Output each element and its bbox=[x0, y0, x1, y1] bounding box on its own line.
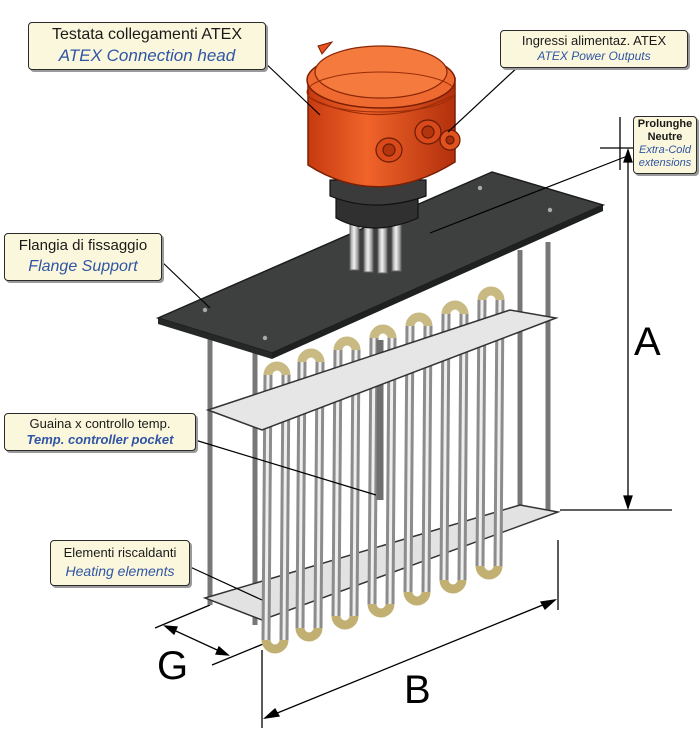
callout-temp-pocket-en: Temp. controller pocket bbox=[26, 432, 174, 447]
callout-extensions-it-2: Neutre bbox=[647, 131, 683, 143]
power-output-glands bbox=[375, 119, 461, 163]
tube-bottom-bend bbox=[261, 635, 289, 654]
heating-elements bbox=[261, 286, 505, 654]
support-rods bbox=[207, 242, 551, 625]
lower-support-plate bbox=[202, 504, 561, 621]
callout-connection-head-en: ATEX Connection head bbox=[58, 46, 236, 65]
tube-top-bend bbox=[263, 361, 291, 380]
callout-leader-lines bbox=[159, 59, 631, 601]
tube-top-bend bbox=[441, 300, 469, 319]
dimension-a-label: A bbox=[634, 320, 661, 364]
tube-top-bend bbox=[297, 348, 325, 367]
tube-top-bend bbox=[477, 286, 505, 305]
tube-leg-highlight bbox=[496, 299, 502, 567]
callout-connection-head: Testata collegamenti ATEX ATEX Connectio… bbox=[28, 22, 266, 70]
callout-power-outputs-it: Ingressi alimentaz. ATEX bbox=[521, 33, 667, 48]
callout-flange: Flangia di fissaggio Flange Support bbox=[4, 233, 162, 281]
dimension-g-lines bbox=[154, 604, 269, 666]
tube-bottom-bend bbox=[295, 623, 323, 642]
callout-heating-elements: Elementi riscaldanti Heating elements bbox=[50, 540, 190, 586]
callout-connection-head-it: Testata collegamenti ATEX bbox=[51, 26, 243, 43]
callout-extensions-it-1: Prolunghe bbox=[637, 118, 693, 130]
atex-connection-head bbox=[306, 41, 456, 229]
callout-heating-elements-en: Heating elements bbox=[65, 563, 175, 579]
callout-power-outputs-en: ATEX Power Outputs bbox=[537, 49, 651, 63]
tube-bottom-bend bbox=[331, 611, 359, 630]
callout-heating-elements-it: Elementi riscaldanti bbox=[63, 545, 177, 560]
tube-leg-highlight bbox=[388, 337, 394, 605]
tube-top-bend bbox=[369, 324, 397, 343]
callout-temp-pocket-it: Guaina x controllo temp. bbox=[29, 416, 171, 431]
dimension-b-lines bbox=[261, 540, 559, 728]
callout-extensions: Prolunghe Neutre Extra-Cold extensions bbox=[633, 116, 697, 174]
dimension-g-label: G bbox=[157, 644, 189, 688]
callout-extensions-en-1: Extra-Cold bbox=[639, 144, 691, 156]
callout-extensions-en-2: extensions bbox=[638, 157, 692, 169]
callout-power-outputs: Ingressi alimentaz. ATEX ATEX Power Outp… bbox=[500, 30, 688, 68]
callout-flange-it: Flangia di fissaggio bbox=[18, 237, 148, 254]
tube-leg-highlight bbox=[424, 325, 430, 593]
callout-flange-en: Flange Support bbox=[28, 258, 138, 275]
tube-top-bend bbox=[405, 312, 433, 331]
callout-temp-pocket: Guaina x controllo temp. Temp. controlle… bbox=[4, 413, 196, 451]
tube-bottom-bend bbox=[403, 587, 431, 606]
tube-bottom-bend bbox=[439, 575, 467, 594]
tube-bottom-bend bbox=[367, 599, 395, 618]
dimension-b-label: B bbox=[404, 668, 431, 712]
tube-leg-highlight bbox=[460, 313, 466, 581]
tube-bottom-bend bbox=[475, 561, 503, 580]
tube-top-bend bbox=[333, 336, 361, 355]
middle-support-plate bbox=[205, 309, 559, 431]
